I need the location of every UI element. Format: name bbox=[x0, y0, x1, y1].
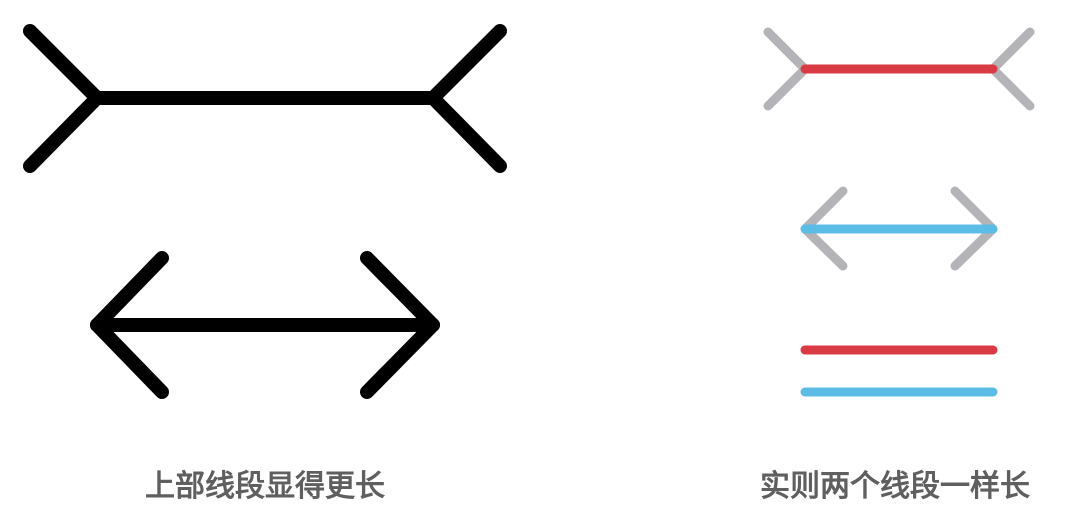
right-top-fin-left-upper bbox=[763, 27, 810, 74]
right-comparison-lines bbox=[800, 345, 998, 397]
left-bottom-arrowhead-left bbox=[90, 251, 169, 399]
caption-left: 上部线段显得更长 bbox=[145, 469, 385, 504]
caption-right: 实则两个线段一样长 bbox=[760, 469, 1030, 504]
left-top-fin-left-lower bbox=[23, 91, 104, 173]
left-top-fin-right-upper bbox=[426, 24, 507, 105]
left-outward-fins-figure bbox=[23, 24, 507, 173]
right-middle-figure bbox=[800, 186, 998, 271]
right-top-figure bbox=[763, 27, 1035, 111]
right-top-fin-left-lower bbox=[763, 64, 810, 111]
right-top-fin-right-upper bbox=[988, 27, 1035, 74]
left-arrowhead-figure bbox=[90, 251, 440, 399]
right-top-fin-right-lower bbox=[988, 64, 1035, 111]
left-top-fin-left-upper bbox=[23, 24, 104, 105]
left-bottom-arrowhead-right bbox=[360, 251, 440, 399]
left-top-fin-right-lower bbox=[426, 91, 507, 173]
